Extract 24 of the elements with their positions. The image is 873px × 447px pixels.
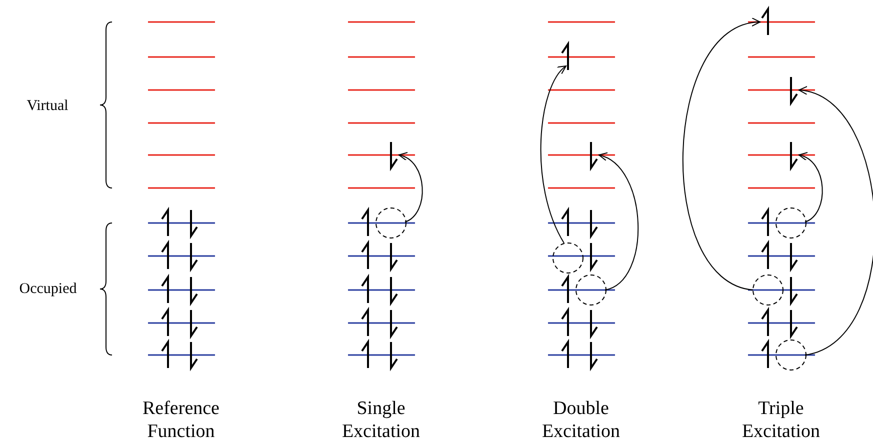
excitation-arrow bbox=[398, 153, 423, 222]
spin-down-icon bbox=[790, 77, 798, 106]
group-label: Occupied bbox=[18, 280, 78, 298]
spin-down-icon bbox=[590, 142, 598, 172]
column-caption: Double Excitation bbox=[540, 398, 622, 444]
excitation-arrow bbox=[598, 154, 638, 290]
hole-circle bbox=[776, 340, 806, 370]
spin-down-icon bbox=[390, 142, 398, 172]
hole-circle bbox=[752, 274, 784, 306]
excitation-arrow bbox=[798, 88, 873, 356]
column-caption: Single Excitation bbox=[340, 398, 422, 444]
column-caption: Reference Function bbox=[142, 398, 220, 444]
group-label: Virtual bbox=[26, 97, 70, 115]
hole-circle bbox=[576, 274, 606, 306]
spin-down-icon bbox=[790, 142, 798, 172]
excitation-arrow bbox=[682, 19, 760, 290]
column-caption: Triple Excitation bbox=[740, 398, 822, 444]
hole-circle bbox=[552, 242, 584, 274]
hole-circle bbox=[376, 208, 406, 238]
hole-circle bbox=[776, 208, 806, 238]
spin-up-icon bbox=[561, 40, 569, 70]
excitation-arrow bbox=[540, 66, 566, 244]
spin-up-icon bbox=[761, 6, 769, 35]
excitation-arrow bbox=[798, 153, 823, 222]
